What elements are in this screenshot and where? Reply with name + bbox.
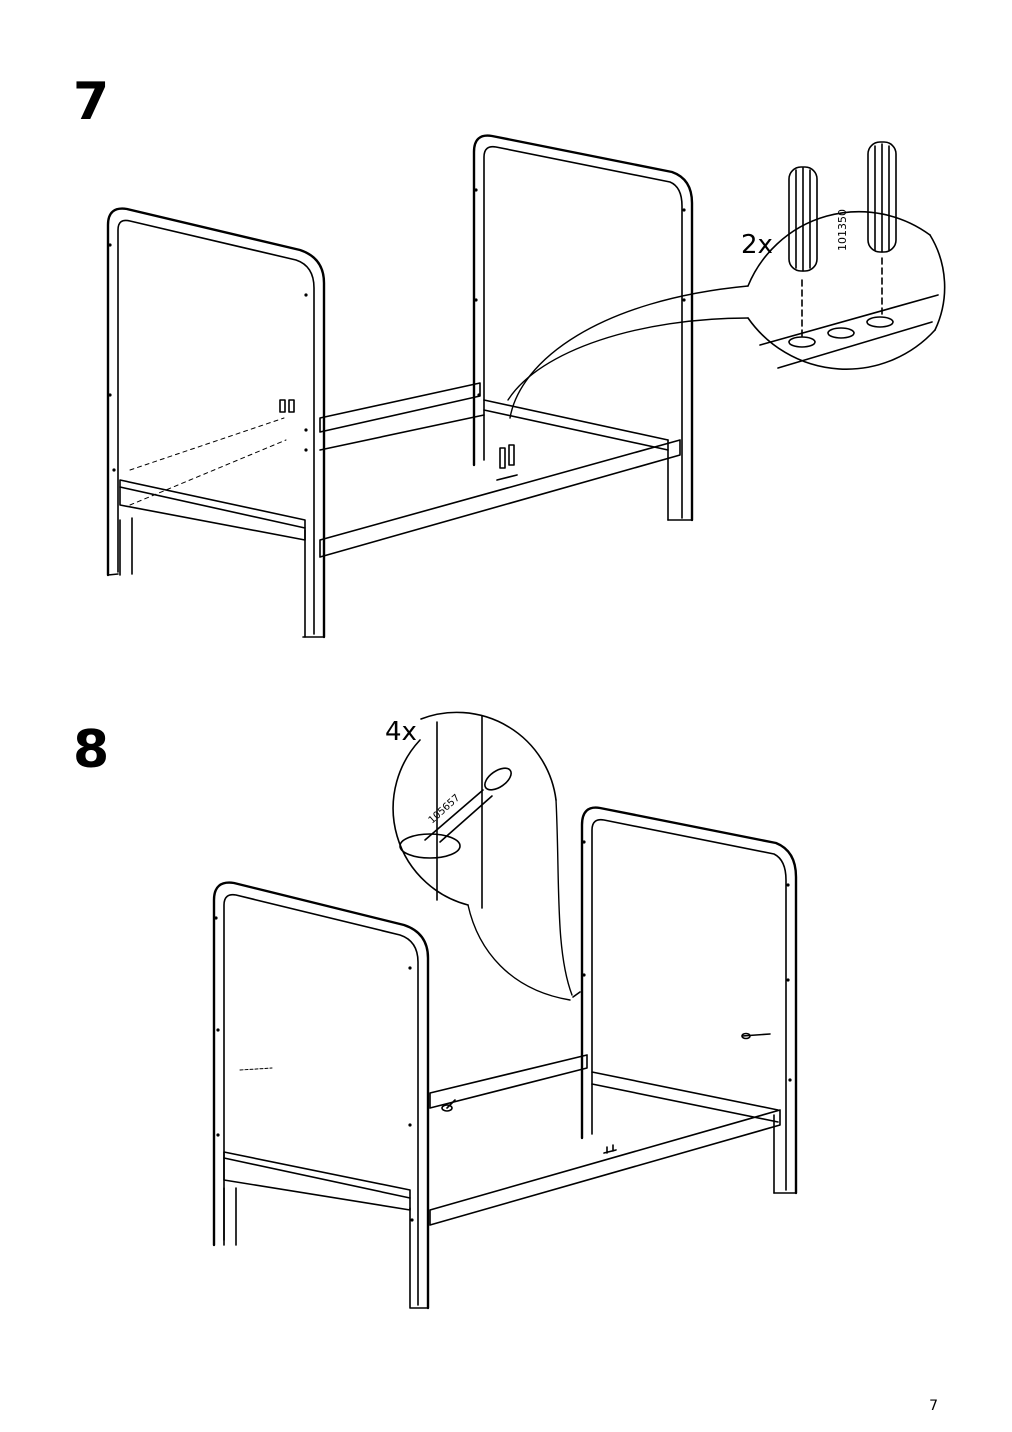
screw-holes (108, 188, 686, 472)
cam-locks (239, 991, 771, 1154)
rail-dowels (496, 444, 518, 481)
step-number: 8 (73, 720, 110, 780)
left-headboard (212, 881, 430, 1310)
right-headboard (580, 806, 798, 1195)
part-number: 101350 (836, 209, 849, 251)
step7-bed-frame (106, 134, 946, 639)
side-rails (223, 1054, 781, 1226)
part-number: 105657 (427, 793, 463, 827)
side-rails (119, 382, 681, 558)
step-number: 7 (73, 72, 110, 132)
left-headboard (106, 207, 326, 639)
screw-holes (214, 840, 792, 1222)
right-headboard (472, 134, 694, 522)
quantity-label: 2x (741, 230, 773, 260)
page-number: 7 (929, 1398, 938, 1414)
quantity-label: 4x (385, 717, 417, 747)
left-dowel-pins (279, 399, 295, 413)
step8-callout (392, 711, 573, 1001)
step7-callout (507, 141, 946, 419)
step8-bed-frame (212, 711, 798, 1310)
alignment-lines (129, 417, 287, 506)
